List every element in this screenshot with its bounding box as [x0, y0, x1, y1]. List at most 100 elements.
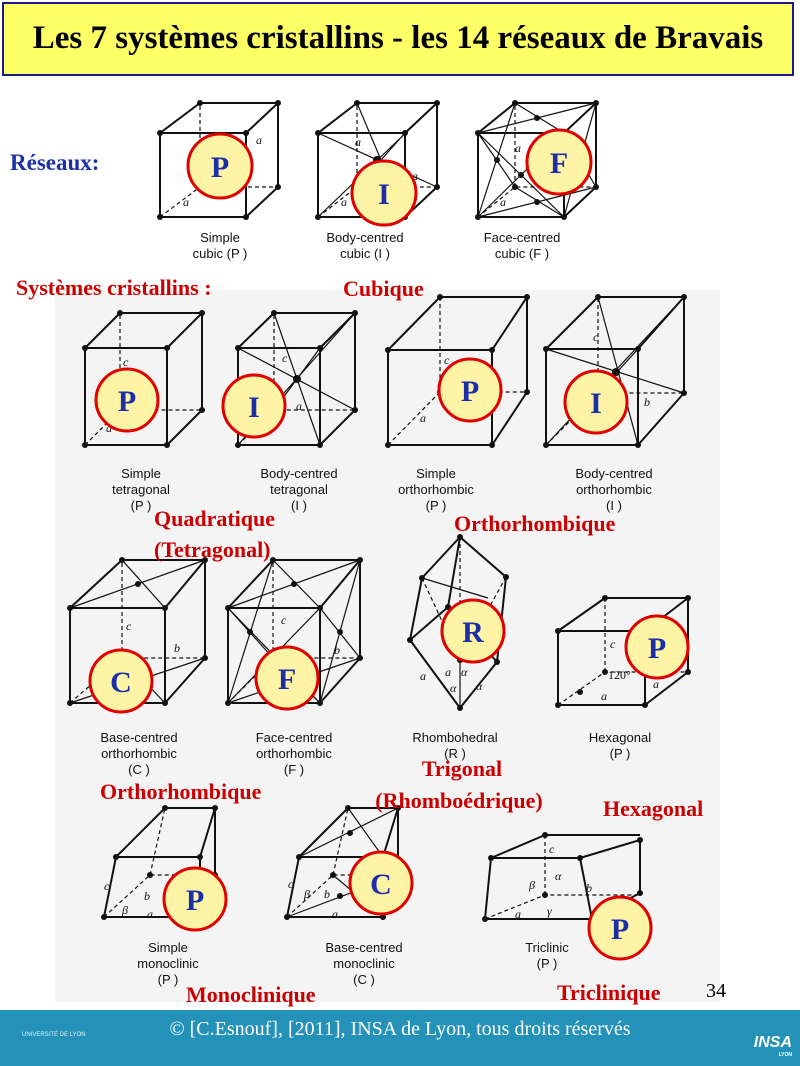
caption-line2: (P ) — [537, 956, 558, 971]
caption-line1: Simple — [121, 466, 161, 481]
axis-c: c — [123, 355, 129, 369]
lattice-badge-F: F — [254, 645, 320, 711]
axis-a: a — [183, 195, 189, 209]
svg-text:F: F — [550, 147, 568, 180]
caption-line1: Simple — [200, 230, 240, 245]
axis-a: a — [445, 665, 451, 679]
beta-label: β — [303, 887, 310, 901]
caption-line2: tetragonal — [270, 482, 328, 497]
system-monoclinique: Monoclinique — [186, 982, 316, 1007]
system-orthorhombique: Orthorhombique — [100, 779, 262, 804]
svg-text:P: P — [611, 913, 629, 946]
lattice-badge-P: P — [94, 367, 160, 433]
axis-c: c — [549, 842, 555, 856]
system-orthorhombique: Orthorhombique — [454, 511, 616, 536]
beta-label: β — [528, 878, 535, 892]
axis-a: a — [420, 411, 426, 425]
caption-line1: Body-centred — [260, 466, 337, 481]
axis-a: a — [601, 689, 607, 703]
caption-line3: (C ) — [128, 762, 150, 777]
axis-c: c — [610, 637, 616, 651]
caption-line2: cubic (F ) — [495, 246, 549, 261]
copyright: © [C.Esnouf], [2011], INSA de Lyon, tous… — [169, 1018, 631, 1040]
lattice-badge-R: R — [440, 598, 506, 664]
angle-label: 120° — [608, 668, 631, 682]
svg-text:C: C — [110, 666, 132, 699]
caption-line2: (P ) — [610, 746, 631, 761]
svg-text:P: P — [461, 375, 479, 408]
axis-a: a — [500, 195, 506, 209]
system-rhomboedrique: (Rhomboédrique) — [375, 788, 542, 813]
system-tetragonal: (Tetragonal) — [154, 537, 271, 562]
systemes-label: Systèmes cristallins : — [16, 275, 212, 300]
alpha-label: α — [476, 679, 483, 693]
axis-c: c — [282, 351, 288, 365]
caption-line3: (P ) — [131, 498, 152, 513]
axis-a: a — [341, 195, 347, 209]
alpha-label: α — [461, 665, 468, 679]
axis-a: a — [332, 907, 338, 921]
axis-a: a — [147, 907, 153, 921]
system-trigonal: Trigonal — [422, 756, 502, 781]
axis-a: a — [355, 135, 361, 149]
axis-a: a — [515, 141, 521, 155]
insa-logo: INSA LYON — [754, 1034, 792, 1058]
axis-a: a — [256, 133, 262, 147]
caption-line1: Hexagonal — [589, 730, 651, 745]
axis-b: b — [174, 641, 180, 655]
lattice-badge-C: C — [88, 648, 154, 714]
svg-text:I: I — [378, 178, 390, 211]
caption-line2: cubic (P ) — [193, 246, 248, 261]
svg-text:P: P — [648, 632, 666, 665]
caption-line1: Rhombohedral — [412, 730, 497, 745]
caption-line3: (P ) — [158, 972, 179, 987]
caption-line2: orthorhombic — [576, 482, 652, 497]
system-cubique: Cubique — [343, 276, 424, 301]
caption-line3: (P ) — [426, 498, 447, 513]
axis-b: b — [586, 881, 592, 895]
svg-text:F: F — [278, 663, 296, 696]
lattice-badge-P: P — [624, 614, 690, 680]
system-triclinique: Triclinique — [557, 980, 661, 1005]
axis-a: a — [515, 907, 521, 921]
title-bar: Les 7 systèmes cristallins - les 14 rése… — [2, 2, 794, 76]
lattice-badge-P: P — [162, 866, 228, 932]
caption-line3: (I ) — [606, 498, 622, 513]
alpha-label: α — [555, 869, 562, 883]
axis-a: a — [106, 421, 112, 435]
caption-line2: cubic (I ) — [340, 246, 390, 261]
gamma-label: γ — [547, 904, 552, 918]
axis-c: c — [288, 877, 294, 891]
insa-logo-text: INSA — [753, 1034, 792, 1051]
alpha-label: α — [450, 681, 457, 695]
lattice-badge-P: P — [587, 895, 653, 961]
caption-line2: tetragonal — [112, 482, 170, 497]
svg-text:I: I — [590, 387, 602, 420]
axis-b: b — [334, 643, 340, 657]
axis-a: a — [420, 669, 426, 683]
insa-logo-sub: LYON — [778, 1052, 792, 1058]
axis-b: b — [324, 887, 330, 901]
caption-line3: (F ) — [284, 762, 304, 777]
axis-c: c — [593, 330, 599, 344]
footer: UNIVERSITÉ DE LYON © [C.Esnouf], [2011],… — [0, 1010, 800, 1066]
axis-a: a — [412, 169, 418, 183]
caption-line1: Face-centred — [484, 230, 561, 245]
caption-line2: orthorhombic — [256, 746, 332, 761]
beta-label: β — [121, 903, 128, 917]
svg-text:P: P — [211, 151, 229, 184]
lattice-badge-I: I — [563, 369, 629, 435]
caption-line3: (C ) — [353, 972, 375, 987]
reseaux-label: Réseaux: — [10, 150, 99, 175]
page-title: Les 7 systèmes cristallins - les 14 rése… — [32, 20, 764, 56]
axis-c: c — [444, 353, 450, 367]
lattice-badge-C: C — [348, 850, 414, 916]
caption-line1: Body-centred — [575, 466, 652, 481]
axis-a: a — [296, 399, 302, 413]
svg-text:P: P — [186, 884, 204, 917]
univ-lyon-logo: UNIVERSITÉ DE LYON — [22, 1032, 86, 1038]
caption-line1: Simple — [416, 466, 456, 481]
page-number: 34 — [706, 980, 726, 1002]
caption-line2: orthorhombic — [398, 482, 474, 497]
